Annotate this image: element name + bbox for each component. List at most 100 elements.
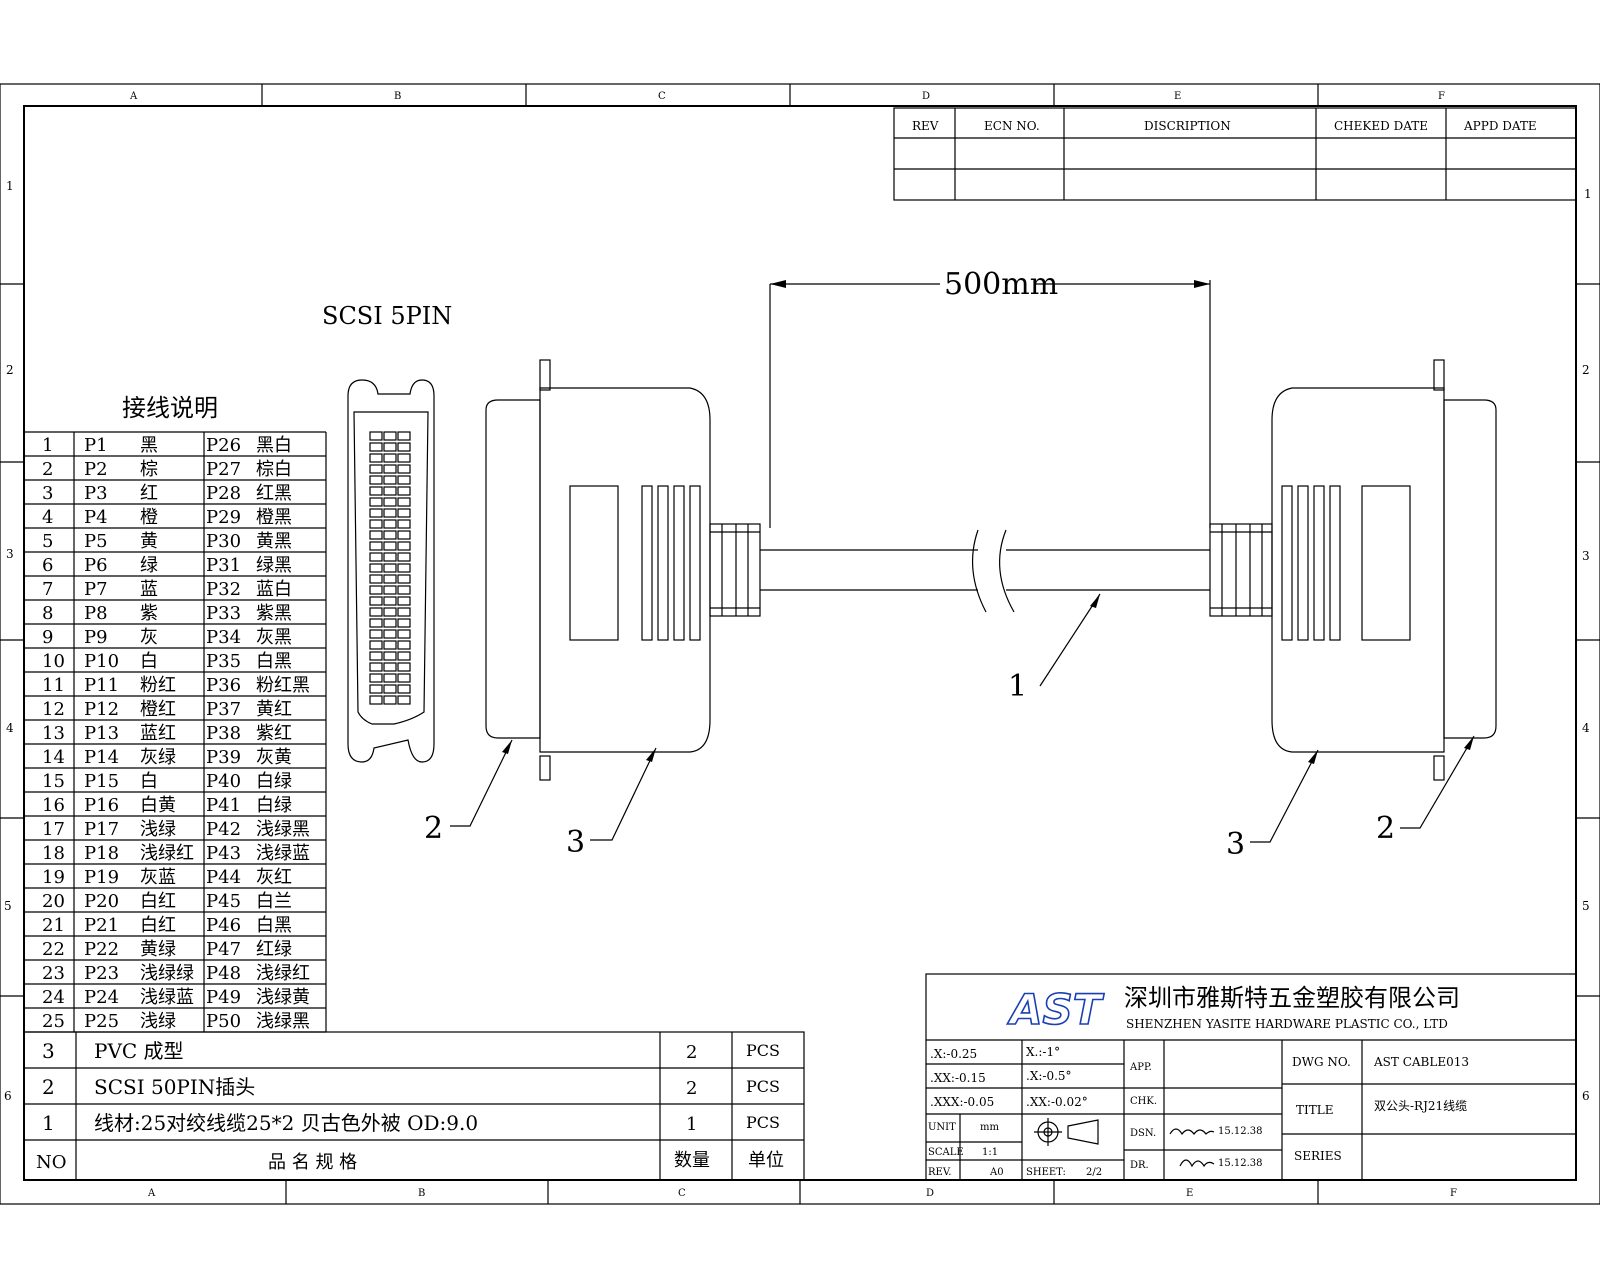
wiring-pin-b: P30 <box>206 531 241 552</box>
wiring-pin-a: P22 <box>84 939 119 960</box>
pin-cell <box>383 563 397 573</box>
wiring-no: 1 <box>42 435 53 456</box>
wiring-color-a: 灰 <box>140 627 158 648</box>
pin-cell <box>383 475 397 485</box>
wiring-no: 6 <box>42 555 53 576</box>
sheet-label: SHEET: <box>1026 1167 1066 1178</box>
pin-cell <box>383 552 397 562</box>
pin-cell <box>369 618 383 628</box>
wiring-pin-b: P49 <box>206 987 241 1008</box>
wiring-no: 25 <box>42 1011 65 1032</box>
wiring-color-b: 蓝白 <box>256 579 292 600</box>
pin-cell <box>397 552 411 562</box>
callout-left-body: 3 <box>566 825 585 860</box>
ecn-header: ECN NO. <box>984 119 1040 133</box>
callout-left-shell: 2 <box>424 811 443 846</box>
wiring-color-a: 紫 <box>140 603 158 624</box>
callout-leaders <box>450 593 1475 843</box>
wiring-pin-a: P25 <box>84 1011 119 1032</box>
projection-symbol <box>1034 1118 1099 1146</box>
wiring-color-a: 白 <box>140 651 158 672</box>
dsn-label: DSN. <box>1130 1128 1156 1139</box>
pin-cell <box>383 486 397 496</box>
wiring-color-b: 红黑 <box>256 483 292 504</box>
wiring-no: 13 <box>42 723 65 744</box>
zone-right-5: 5 <box>1582 899 1590 913</box>
wiring-no: 15 <box>42 771 65 792</box>
pin-cell <box>369 673 383 683</box>
wiring-pin-b: P36 <box>206 675 241 696</box>
bom-row-2-qty: 2 <box>686 1078 697 1099</box>
zone-right-3: 3 <box>1582 549 1590 563</box>
wiring-color-a: 白黄 <box>140 795 176 816</box>
wiring-pin-a: P3 <box>84 483 108 504</box>
wiring-color-a: 白红 <box>140 891 176 912</box>
wiring-pin-b: P43 <box>206 843 241 864</box>
pin-cell <box>383 508 397 518</box>
wiring-pin-a: P8 <box>84 603 108 624</box>
wiring-pin-b: P46 <box>206 915 241 936</box>
wiring-no: 3 <box>42 483 53 504</box>
wiring-color-b: 灰黑 <box>256 627 292 648</box>
wiring-pin-a: P24 <box>84 987 119 1008</box>
pin-cell <box>383 431 397 441</box>
zone-right-6: 6 <box>1582 1089 1590 1103</box>
pin-cell <box>397 629 411 639</box>
company-name-cn: 深圳市雅斯特五金塑胶有限公司 <box>1124 984 1460 1012</box>
zone-left-5: 5 <box>4 899 12 913</box>
wiring-pin-a: P16 <box>84 795 119 816</box>
wiring-no: 4 <box>42 507 53 528</box>
tolerance-xx: .XX:-0.15 <box>930 1071 986 1085</box>
zone-left-6: 6 <box>4 1089 12 1103</box>
wiring-pin-a: P19 <box>84 867 119 888</box>
pin-cell <box>383 464 397 474</box>
rev-label: REV. <box>928 1167 951 1178</box>
pin-cell <box>383 453 397 463</box>
bom-header-spec: 品 名 规 格 <box>268 1152 357 1173</box>
app-label: APP. <box>1129 1062 1152 1073</box>
pin-cell <box>369 486 383 496</box>
wiring-pin-b: P47 <box>206 939 241 960</box>
wiring-color-a: 橙红 <box>140 699 176 720</box>
wiring-color-b: 紫红 <box>256 723 292 744</box>
wiring-pin-b: P37 <box>206 699 241 720</box>
callout-cable: 1 <box>1008 669 1027 704</box>
pin-cell <box>369 607 383 617</box>
bom-header-no: NO <box>36 1152 67 1173</box>
wiring-color-a: 浅绿绿 <box>140 963 194 984</box>
pin-cell <box>383 585 397 595</box>
wiring-no: 22 <box>42 939 65 960</box>
wiring-color-a: 绿 <box>140 555 158 576</box>
wiring-color-a: 浅绿 <box>140 819 176 840</box>
wiring-no: 16 <box>42 795 65 816</box>
pin-cell <box>383 684 397 694</box>
bom-row-2-no: 2 <box>42 1075 55 1099</box>
bom-row-3-no: 3 <box>42 1039 55 1063</box>
wiring-color-a: 浅绿 <box>140 1011 176 1032</box>
zone-left-2: 2 <box>6 363 14 377</box>
pin-cell <box>369 563 383 573</box>
dsn-date: 15.12.38 <box>1218 1126 1263 1137</box>
wiring-title: 接线说明 <box>122 394 218 422</box>
wiring-color-a: 白 <box>140 771 158 792</box>
wiring-pin-a: P6 <box>84 555 108 576</box>
bom-row-1-spec: 线材:25对绞线缆25*2 贝古色外被 OD:9.0 <box>94 1111 478 1135</box>
wiring-color-b: 浅绿蓝 <box>256 843 310 864</box>
wiring-pin-b: P50 <box>206 1011 241 1032</box>
unit-label: UNIT <box>928 1122 956 1133</box>
wiring-pin-a: P5 <box>84 531 108 552</box>
zone-right-1: 1 <box>1584 187 1592 201</box>
wiring-no: 20 <box>42 891 65 912</box>
pin-cell <box>369 475 383 485</box>
dr-date: 15.12.38 <box>1218 1158 1263 1169</box>
zone-top-a: A <box>129 91 138 102</box>
wiring-color-a: 黑 <box>140 435 158 456</box>
dwg-no-label: DWG NO. <box>1292 1055 1351 1069</box>
pin-cell <box>397 442 411 452</box>
zone-bottom-b: B <box>418 1188 425 1199</box>
zone-top-d: D <box>922 91 930 102</box>
dwg-no-value: AST CABLE013 <box>1373 1055 1469 1069</box>
pin-cell <box>369 442 383 452</box>
wiring-pin-b: P44 <box>206 867 241 888</box>
wiring-color-b: 紫黑 <box>256 603 292 624</box>
